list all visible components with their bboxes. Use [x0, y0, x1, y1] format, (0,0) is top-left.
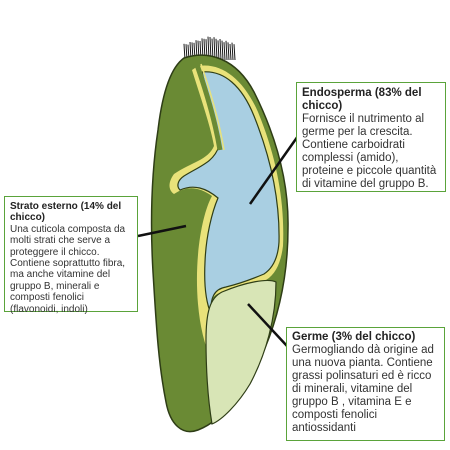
kernel-seam-line: [193, 61, 223, 151]
germ-title: Germe (3% del chicco): [292, 331, 416, 343]
beard-bristle: [229, 43, 232, 61]
outer-layer-pointer-line: [137, 224, 187, 238]
beard-bristle: [233, 44, 236, 61]
beard-bristle: [221, 40, 224, 61]
kernel-germ: [205, 279, 277, 425]
endosperm-label-box: Endosperma (83% del chicco) Fornisce il …: [296, 82, 446, 192]
germ-description: Germogliando dà origine ad una nuova pia…: [292, 344, 434, 434]
beard-bristle: [227, 42, 230, 61]
outer-layer-label-box: Strato esterno (14% del chicco) Una cuti…: [4, 196, 138, 315]
beard-bristle: [219, 38, 222, 61]
germ-pointer-line: [247, 303, 288, 347]
beard-bristle: [215, 38, 218, 61]
kernel-endosperm: [177, 71, 280, 315]
outer-layer-description-2: Contiene soprattutto fibra, ma anche vit…: [10, 258, 126, 315]
beard-bristle: [223, 42, 226, 61]
endosperm-title: Endosperma (83% del chicco): [302, 87, 422, 112]
outer-layer-title: Strato esterno (14% del chicco): [10, 201, 122, 224]
germ-label-box: Germe (3% del chicco) Germogliando dà or…: [286, 327, 445, 441]
beard-bristle: [225, 40, 228, 61]
beard-bristle: [217, 40, 220, 61]
beard-bristle: [231, 42, 234, 61]
endosperm-description: Fornisce il nutrimento al germe per la c…: [302, 113, 437, 190]
outer-layer-description: Una cuticola composta da molti strati ch…: [10, 223, 126, 258]
endosperm-pointer-line: [248, 135, 300, 205]
kernel-seam-inner-line: [200, 63, 225, 151]
